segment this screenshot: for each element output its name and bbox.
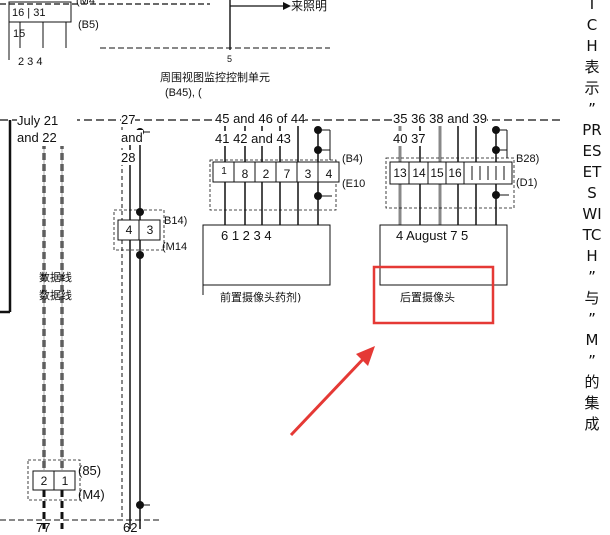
rear-inner-pins: 4 August 7 5	[396, 228, 469, 243]
splice-dot	[136, 251, 144, 259]
rear-conn-pin: 16	[448, 166, 462, 180]
lighting-label: 来照明	[291, 0, 328, 13]
rear-conn-pin: 15	[430, 166, 444, 180]
arrow-head-icon	[283, 2, 291, 10]
side-text-char: 集	[584, 394, 600, 412]
side-text-char: 与	[584, 289, 600, 307]
front-conn-pin: 4	[325, 167, 333, 181]
top-left-conn: (M4	[76, 0, 95, 7]
top-left-connector-box	[8, 1, 72, 23]
middle-conn-pin: 4	[125, 223, 133, 237]
bottom-pin-62: 62	[123, 520, 138, 535]
conn-b14: B14)	[164, 215, 188, 227]
pin-15: 15	[13, 28, 26, 40]
side-text-char: ES	[582, 142, 602, 160]
front-conn-pin: 8	[241, 167, 249, 181]
splice-dot	[136, 208, 144, 216]
rear-camera-module	[379, 224, 508, 286]
rear-top-pins: 40 37	[393, 131, 426, 146]
pin-5: 5	[227, 54, 233, 64]
front-header: 45 and 46 of 44	[215, 111, 306, 126]
pins-234: 2 3 4	[18, 56, 43, 68]
side-text-char: H	[586, 247, 598, 265]
conn-b28: B28)	[516, 153, 540, 165]
left-header: July 21 and 22	[17, 112, 77, 146]
conn-e10: (E10	[342, 178, 366, 190]
side-text-char: ET	[582, 163, 602, 181]
data-line-label-2: 数据线	[39, 289, 72, 302]
rear-conn-pin: 13	[393, 166, 407, 180]
side-text-char: ”	[588, 100, 596, 118]
bottom-pin-77: 77	[36, 520, 51, 535]
rear-conn-pin: 14	[412, 166, 426, 180]
side-text-char: PR	[582, 121, 602, 139]
conn-d1: (D1)	[516, 177, 538, 189]
front-conn-pin: 2	[262, 167, 270, 181]
side-text-char: 成	[584, 415, 600, 433]
highlight-box	[372, 265, 495, 325]
module-name: 周围视图监控控制单元	[160, 71, 270, 84]
front-camera-label: 前置摄像头药剂)	[220, 291, 302, 304]
middle-header-27: 27	[121, 112, 136, 127]
side-text-char: ”	[588, 268, 596, 286]
data-line-label-1: 数据线	[39, 271, 72, 284]
conn-b4: (B4)	[342, 153, 363, 165]
side-text-char: 的	[584, 373, 600, 391]
side-text-char: H	[586, 37, 598, 55]
front-conn-pin: 3	[304, 167, 312, 181]
side-text-char: 示	[584, 79, 600, 97]
front-camera-module	[202, 224, 331, 286]
middle-header-and: and	[121, 130, 143, 145]
side-text-char: S	[587, 184, 597, 202]
middle-conn-pin: 3	[146, 223, 154, 237]
bottom-conn-sub: (M4)	[78, 487, 105, 502]
rear-camera-connector	[389, 161, 513, 185]
front-conn-pin: 1	[221, 166, 227, 177]
front-top-pins: 41 42 and 43	[215, 131, 291, 146]
module-conn: (B45), (	[165, 87, 202, 99]
side-text-char: 表	[584, 58, 600, 76]
rear-header: 35 36 38 and 39	[393, 111, 487, 126]
side-text-char: TC	[582, 226, 602, 244]
conn-m14: (M14	[162, 241, 188, 253]
bottom-conn-id: (85)	[78, 463, 102, 478]
side-text-char: T	[587, 0, 597, 13]
front-inner-pins: 6 1 2 3 4	[221, 228, 272, 243]
side-text-char: ”	[588, 352, 596, 370]
red-arrow-head-icon	[356, 346, 375, 366]
side-text-char: WI	[582, 205, 602, 223]
red-arrow-icon	[289, 354, 368, 437]
rear-camera-label: 后置摄像头	[400, 291, 455, 304]
side-text-char: C	[586, 16, 598, 34]
side-text-char: M	[585, 331, 599, 349]
bottom-conn-pin: 2	[40, 474, 48, 488]
bottom-conn-pin: 1	[61, 474, 69, 488]
middle-header-28: 28	[121, 150, 136, 165]
conn-b5: (B5)	[78, 19, 99, 31]
front-conn-pin: 7	[283, 167, 291, 181]
side-text-char: ”	[588, 310, 596, 328]
top-left-pins: 16 | 31	[12, 7, 46, 19]
